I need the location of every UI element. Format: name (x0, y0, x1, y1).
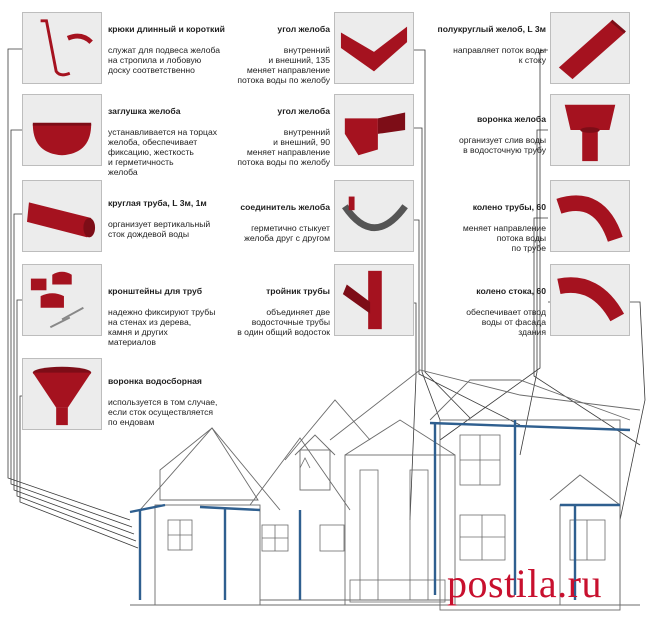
caption-desc: внутренний и внешний, 90 меняет направле… (237, 126, 330, 168)
caption-desc: меняет направление потока воды по трубе (462, 222, 546, 254)
collector-funnel-thumb (22, 358, 102, 430)
caption-desc: надежно фиксируют трубы на стенах из дер… (108, 306, 216, 348)
caption-half-round-gutter: полукруглый желоб, L 3м направляет поток… (410, 14, 546, 75)
gutter-end-cap-thumb (22, 94, 102, 166)
caption-desc: внутренний и внешний, 135 меняет направл… (237, 44, 330, 86)
caption-title: кронштейны для труб (108, 286, 203, 297)
caption-desc: организует слив воды в водосточную трубу (458, 134, 546, 155)
caption-pipe-tee: тройник трубы объединяет две водосточные… (200, 276, 330, 347)
gutter-outlet-thumb (550, 94, 630, 166)
pipe-elbow-icon (556, 195, 623, 243)
caption-gutter-connector: соединитель желоба герметично стыкует же… (200, 192, 330, 253)
caption-desc: устанавливается на торцах желоба, обеспе… (108, 126, 218, 178)
half-round-gutter-icon (558, 19, 626, 80)
gutter-connector-thumb (334, 180, 414, 252)
pipe-brackets-thumb (22, 264, 102, 336)
caption-outlet-elbow: колено стока, 60 обеспечивает отвод воды… (410, 276, 546, 347)
caption-desc: герметично стыкует желоба друг с другом (244, 222, 330, 243)
caption-title: тройник трубы (266, 286, 330, 297)
half-round-gutter-thumb (550, 12, 630, 84)
caption-title: круглая труба, L 3м, 1м (108, 198, 207, 209)
caption-title: воронка водосборная (108, 376, 202, 387)
caption-pipe-elbow: колено трубы, 60 меняет направление пото… (410, 192, 546, 263)
caption-gutter-end-cap: заглушка желоба устанавливается на торца… (108, 96, 268, 188)
caption-desc: используется в том случае, если сток осу… (108, 396, 218, 428)
caption-title: крюки длинный и короткий (108, 24, 225, 35)
gutter-hook-thumb (22, 12, 102, 84)
caption-title: колено трубы, 60 (472, 202, 546, 213)
gutter-corner-90-thumb (334, 94, 414, 166)
caption-desc: организует вертикальный сток дождевой во… (108, 218, 211, 239)
caption-gutter-corner-90: угол желоба внутренний и внешний, 90 мен… (200, 96, 330, 178)
caption-collector-funnel: воронка водосборная используется в том с… (108, 366, 268, 437)
pipe-elbow-thumb (550, 180, 630, 252)
outlet-elbow-thumb (550, 264, 630, 336)
gutter-hook-icon (40, 19, 93, 77)
gutter-outlet-icon (564, 104, 616, 162)
caption-gutter-outlet: воронка желоба организует слив воды в во… (410, 104, 546, 165)
pipe-brackets-icon (30, 271, 84, 329)
gutter-connector-icon (342, 196, 408, 232)
gutter-corner-135-icon (340, 26, 408, 72)
caption-desc: направляет поток воды к стоку (453, 44, 546, 65)
gutter-end-cap-icon (32, 122, 92, 156)
caption-desc: служат для подвеса желоба на стропила и … (108, 44, 221, 76)
watermark: postila.ru (447, 561, 602, 606)
caption-round-pipe: круглая труба, L 3м, 1м организует верти… (108, 188, 268, 249)
caption-desc: обеспечивает отвод воды от фасада здания (466, 306, 546, 338)
caption-title: угол желоба (277, 24, 330, 35)
collector-funnel-icon (32, 366, 92, 426)
caption-title: полукруглый желоб, L 3м (437, 24, 546, 35)
caption-pipe-brackets: кронштейны для труб надежно фиксируют тр… (108, 276, 268, 358)
caption-title: колено стока, 60 (476, 286, 546, 297)
caption-desc: объединяет две водосточные трубы в один … (237, 306, 330, 338)
caption-title: заглушка желоба (108, 106, 181, 117)
gutter-corner-90-icon (344, 112, 406, 156)
caption-title: соединитель желоба (240, 202, 330, 213)
round-pipe-thumb (22, 180, 102, 252)
caption-gutter-corner-135: угол желоба внутренний и внешний, 135 ме… (200, 14, 330, 96)
caption-title: угол желоба (277, 106, 330, 117)
gutter-corner-135-thumb (334, 12, 414, 84)
pipe-tee-icon (342, 270, 382, 330)
caption-gutter-hook: крюки длинный и короткий служат для подв… (108, 14, 268, 85)
pipe-tee-thumb (334, 264, 414, 336)
round-pipe-icon (27, 202, 96, 238)
outlet-elbow-icon (557, 277, 625, 322)
caption-title: воронка желоба (476, 114, 546, 125)
